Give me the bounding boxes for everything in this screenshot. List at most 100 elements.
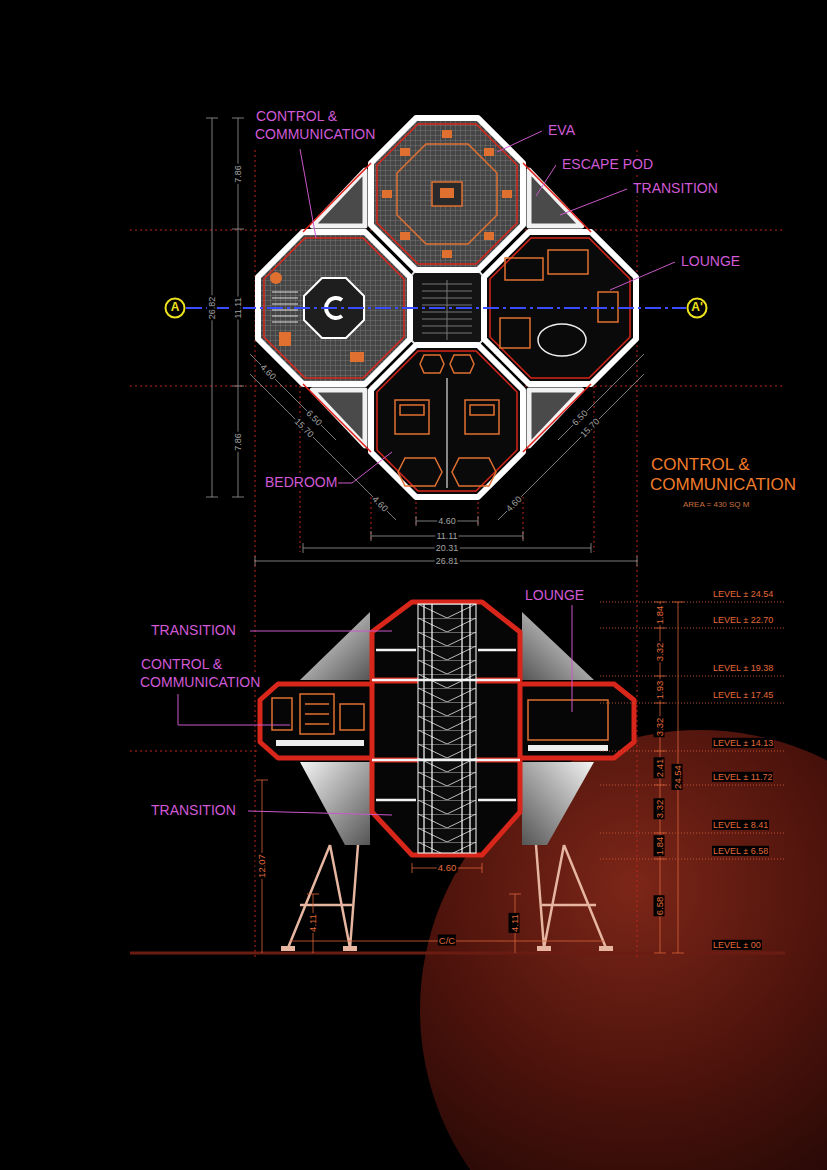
label-holder: 6.58 bbox=[655, 896, 666, 917]
bedroom-beds bbox=[420, 355, 444, 373]
leader-lines bbox=[300, 149, 316, 238]
bedroom-beds bbox=[470, 405, 494, 415]
leader-lines bbox=[536, 165, 556, 196]
leg-feet bbox=[343, 946, 357, 951]
label-holder: 4.11 bbox=[308, 913, 319, 933]
bedroom-inner-wall bbox=[377, 351, 517, 491]
lounge-room-section bbox=[520, 684, 634, 758]
control-room-section bbox=[260, 684, 372, 758]
marker-letter: A' bbox=[691, 301, 703, 314]
label-holder: LEVEL ± 14.13 bbox=[712, 738, 774, 748]
core-stairs bbox=[422, 280, 472, 340]
eva-seats bbox=[484, 148, 494, 156]
dimension-label: 4.60 bbox=[437, 516, 457, 526]
label-holder: 1.93 bbox=[655, 680, 666, 701]
drawing-title: CONTROL & COMMUNICATION bbox=[650, 455, 797, 494]
label-holder: 11.11 bbox=[435, 531, 458, 541]
label-holder: 1.84 bbox=[655, 836, 666, 857]
section-marker: A bbox=[164, 297, 186, 319]
label-holder: CONTROL & COMMUNICATION bbox=[140, 656, 280, 691]
label-holder: LOUNGE bbox=[524, 587, 585, 605]
label-holder: LEVEL ± 17.45 bbox=[712, 690, 774, 700]
label-holder: TRANSITION bbox=[150, 802, 237, 820]
leader-lines bbox=[497, 131, 542, 152]
landing-legs bbox=[288, 845, 606, 948]
level-label: LEVEL ± 14.13 bbox=[712, 738, 774, 748]
plan-dimension-lines bbox=[250, 354, 644, 520]
eva-seats bbox=[382, 130, 512, 258]
level-label: LEVEL ± 17.45 bbox=[712, 690, 774, 700]
pod-shell bbox=[300, 612, 370, 680]
eva-seats bbox=[442, 250, 452, 258]
label-holder: 4.60 bbox=[257, 361, 278, 382]
dimension-label: 26.82 bbox=[207, 296, 217, 321]
label-holder: 7.86 bbox=[233, 164, 243, 184]
eva-console-detail bbox=[440, 188, 454, 198]
dimension-label: 20.31 bbox=[435, 543, 460, 553]
dimension-label: 4.60 bbox=[437, 862, 458, 873]
section-marker: A' bbox=[686, 297, 708, 319]
label-holder: LEVEL ± 6.58 bbox=[712, 846, 769, 856]
eva-pod bbox=[371, 118, 523, 270]
room-label: LOUNGE bbox=[680, 253, 741, 269]
label-holder: 12.07 bbox=[257, 853, 268, 879]
level-lines bbox=[600, 602, 785, 859]
dimension-label: 1.93 bbox=[654, 680, 665, 701]
label-holder: LEVEL ± 00 bbox=[712, 940, 762, 950]
label-holder: 26.81 bbox=[435, 556, 460, 566]
bedroom-beds bbox=[450, 355, 474, 373]
label-holder: BEDROOM bbox=[264, 474, 338, 492]
bedroom-beds bbox=[452, 458, 496, 486]
landing-legs bbox=[536, 845, 606, 948]
level-label: LEVEL ± 00 bbox=[712, 940, 762, 950]
label-holder: 20.31 bbox=[435, 543, 460, 553]
level-label: LEVEL ± 19.38 bbox=[712, 663, 774, 673]
lounge-furniture bbox=[505, 258, 543, 280]
pod-shell bbox=[300, 762, 370, 845]
bedroom-beds bbox=[395, 400, 429, 434]
escape-pods bbox=[312, 170, 365, 226]
control-desk bbox=[350, 352, 364, 362]
control-equipment bbox=[340, 704, 364, 730]
dimension-label: 3.32 bbox=[654, 717, 665, 738]
label-holder: LEVEL ± 19.38 bbox=[712, 663, 774, 673]
level-label: LEVEL ± 8.41 bbox=[712, 820, 769, 830]
dimension-label: 7.86 bbox=[233, 432, 243, 452]
eva-seats bbox=[484, 232, 494, 240]
leg-feet bbox=[281, 946, 295, 951]
dimension-label: 26.81 bbox=[435, 556, 460, 566]
room-label: CONTROL & COMMUNICATION bbox=[140, 656, 261, 690]
section-view bbox=[260, 602, 634, 951]
lounge-floor bbox=[528, 745, 608, 751]
label-holder: EVA bbox=[547, 122, 576, 140]
label-holder: TRANSITION bbox=[632, 180, 719, 198]
label-holder: 4.60 bbox=[437, 863, 458, 874]
label-holder: 3.32 bbox=[655, 717, 666, 738]
leg-feet bbox=[537, 946, 551, 951]
control-equipment bbox=[305, 704, 329, 724]
pod-shell bbox=[522, 762, 594, 845]
bedroom-beds bbox=[465, 400, 499, 434]
leader-lines bbox=[336, 452, 392, 483]
leader-lines bbox=[178, 131, 675, 815]
leader-lines bbox=[250, 631, 392, 632]
plan-dimension-lines bbox=[206, 118, 644, 566]
label-holder: 24.54 bbox=[673, 764, 684, 790]
bedroom-beds bbox=[395, 355, 499, 486]
escape-pods bbox=[529, 170, 582, 226]
dimension-label: 1.84 bbox=[654, 605, 665, 626]
dimension-label: 11.11 bbox=[233, 296, 243, 319]
bedroom-beds bbox=[400, 405, 424, 415]
level-label: LEVEL ± 6.58 bbox=[712, 846, 769, 856]
core bbox=[410, 270, 484, 345]
label-holder: ESCAPE POD bbox=[561, 156, 654, 174]
leg-feet bbox=[599, 946, 613, 951]
label-holder: LEVEL ± 22.70 bbox=[712, 615, 774, 625]
eva-seats bbox=[442, 130, 452, 138]
dimension-label: 4.60 bbox=[503, 493, 524, 514]
shaft-rails bbox=[424, 604, 470, 853]
control-equipment bbox=[272, 694, 364, 734]
control-seat bbox=[270, 272, 282, 284]
